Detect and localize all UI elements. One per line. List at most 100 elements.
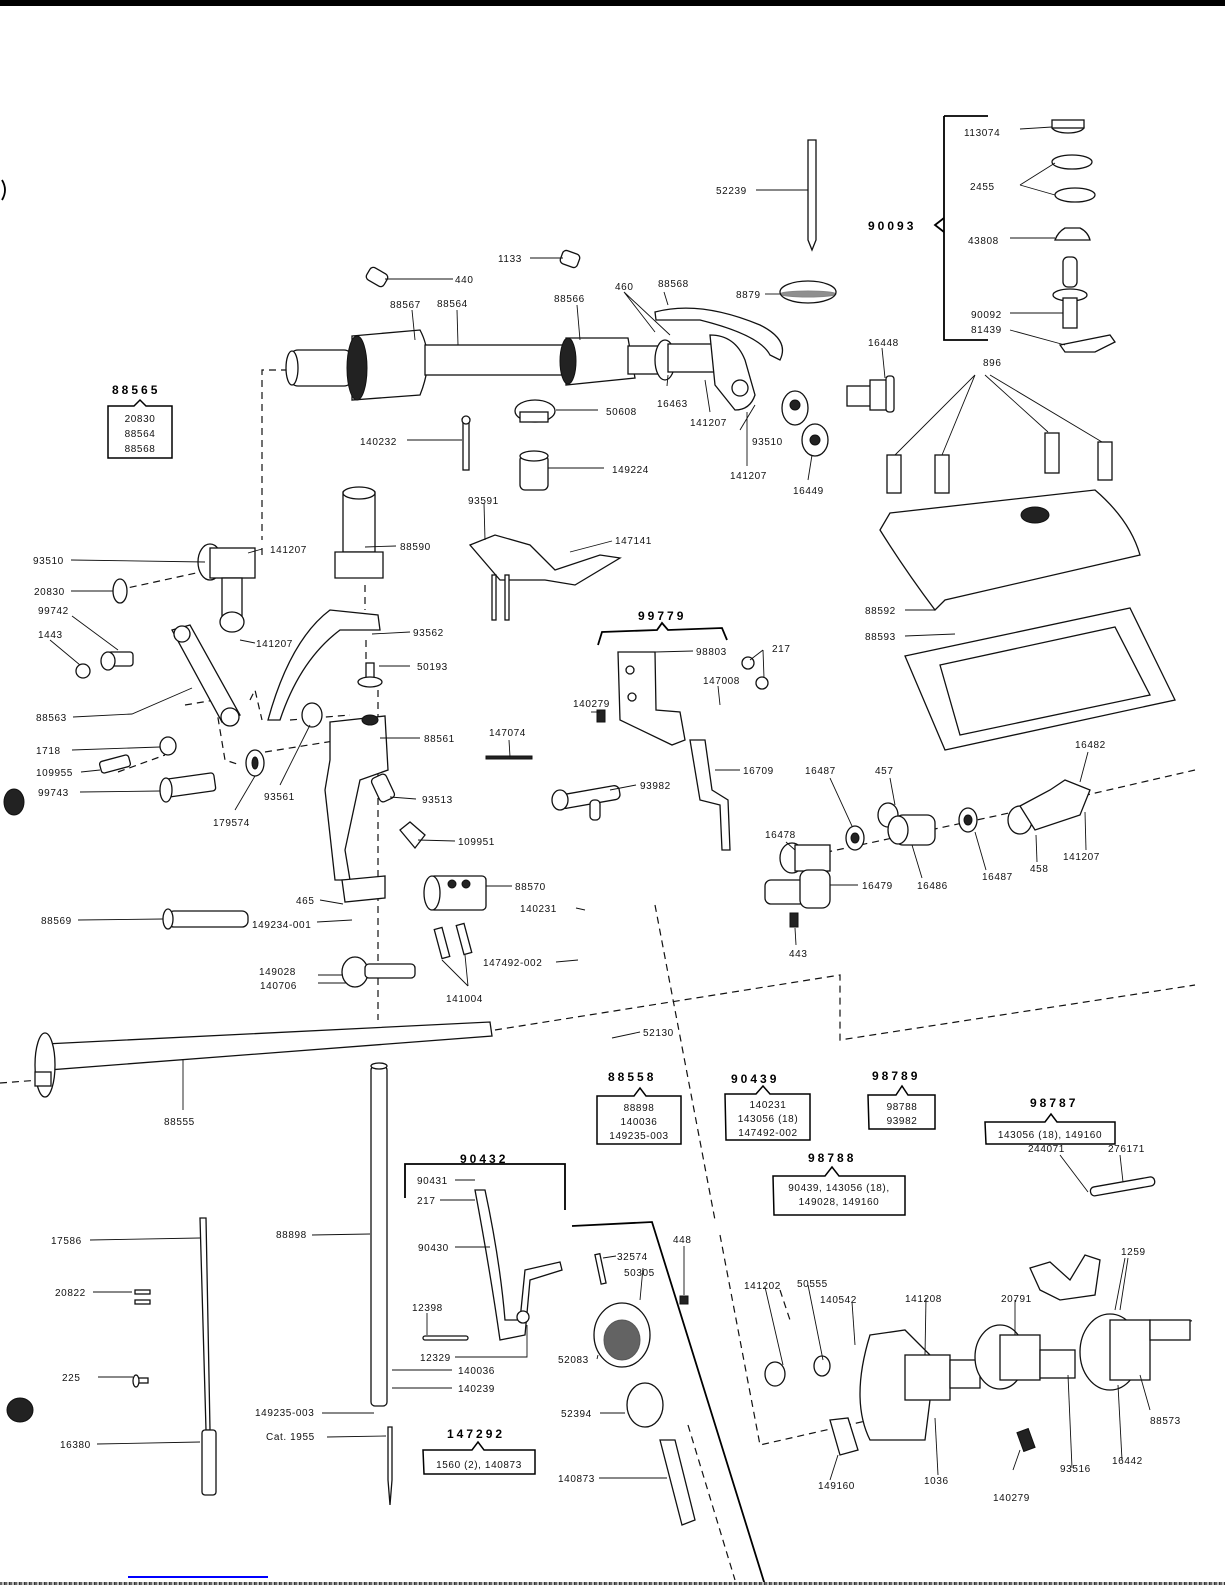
- part-label: 141202: [744, 1281, 781, 1292]
- part-1718-nut: [159, 736, 177, 756]
- part-label: 50193: [417, 662, 448, 673]
- part-16487-washers: [845, 807, 978, 851]
- part-label: 440: [455, 275, 474, 286]
- group-98787: [984, 1112, 1116, 1145]
- part-88570-bushing: [423, 875, 487, 911]
- group-99779-bracket: [597, 621, 728, 646]
- part-32574-pin: [594, 1252, 607, 1285]
- part-896-screws: [886, 432, 1113, 494]
- part-8879-disc: [779, 280, 837, 304]
- part-label: 465: [296, 896, 315, 907]
- part-label: 52083: [558, 1355, 589, 1366]
- part-90430-lever: [474, 1189, 563, 1341]
- part-label: 88570: [515, 882, 546, 893]
- part-label: 1259: [1121, 1247, 1146, 1258]
- group-title-90432: 90432: [460, 1152, 508, 1166]
- part-label: 217: [772, 644, 791, 655]
- part-label: 88568: [658, 279, 689, 290]
- part-label: 50305: [624, 1268, 655, 1279]
- part-label: 52239: [716, 186, 747, 197]
- part-93982-stud: [551, 785, 621, 821]
- part-label: 8879: [736, 290, 761, 301]
- group-item: 149235-003: [609, 1131, 668, 1142]
- part-93561-spacer: [301, 702, 323, 728]
- part-109955-screw: [98, 754, 132, 774]
- part-label: 225: [62, 1373, 81, 1384]
- part-99743-stud: [159, 772, 217, 803]
- part-label: 16486: [917, 881, 948, 892]
- part-label: 88593: [865, 632, 896, 643]
- part-149224-nut: [519, 450, 549, 491]
- part-label: 1036: [924, 1476, 949, 1487]
- part-label: 149224: [612, 465, 649, 476]
- part-label: 448: [673, 1235, 692, 1246]
- part-label: 50608: [606, 407, 637, 418]
- part-label: 140279: [993, 1493, 1030, 1504]
- tension-assembly-parts: [1051, 119, 1116, 353]
- part-label: 140706: [260, 981, 297, 992]
- part-label: 50555: [797, 1279, 828, 1290]
- group-item: 140231: [750, 1100, 787, 1111]
- part-label: 88898: [276, 1230, 307, 1241]
- group-title-98788: 98788: [808, 1151, 856, 1165]
- part-label: 1718: [36, 746, 61, 757]
- part-label: 88563: [36, 713, 67, 724]
- part-label: 16442: [1112, 1456, 1143, 1467]
- part-label: 443: [789, 949, 808, 960]
- part-label: 141207: [270, 545, 307, 556]
- part-88569-pin: [162, 908, 249, 930]
- part-88898-needle-bar: [370, 1062, 388, 1407]
- part-label: 147492-002: [483, 958, 542, 969]
- part-label: 16487: [805, 766, 836, 777]
- group-item: 88568: [125, 444, 156, 455]
- part-16449-links: [781, 390, 829, 457]
- group-item: 140036: [621, 1117, 658, 1128]
- part-140873-shaft: [659, 1439, 696, 1526]
- part-label: 109951: [458, 837, 495, 848]
- part-244071-pin: [1089, 1176, 1156, 1197]
- main-shaft-assembly: [285, 307, 784, 411]
- group-98789: [867, 1084, 936, 1130]
- part-20822-clip: [134, 1289, 151, 1305]
- part-label: 244071: [1028, 1144, 1065, 1155]
- part-88592-cover: [879, 489, 1141, 611]
- part-label: 113074: [964, 128, 1000, 139]
- part-label: 93591: [468, 496, 499, 507]
- part-50193-screw: [357, 662, 383, 688]
- part-217-screws: [741, 656, 769, 690]
- part-label: 149234-001: [252, 920, 311, 931]
- group-item: 88898: [624, 1103, 655, 1114]
- part-458-crank: [1007, 779, 1091, 835]
- part-label: 88564: [437, 299, 468, 310]
- hook-assembly: [764, 1254, 1191, 1456]
- part-label: 88592: [865, 606, 896, 617]
- part-label: 52130: [643, 1028, 674, 1039]
- part-label: 93982: [640, 781, 671, 792]
- part-93562-bracket: [267, 609, 381, 721]
- part-443-screw: [789, 912, 799, 928]
- part-label: 43808: [968, 236, 999, 247]
- part-225-screw: [132, 1374, 149, 1388]
- part-label: 16463: [657, 399, 688, 410]
- part-label: 141207: [690, 418, 727, 429]
- group-88565: [107, 398, 173, 459]
- part-label: 88569: [41, 916, 72, 927]
- part-93510-clamp: [197, 543, 256, 633]
- part-99742-stud: [100, 651, 134, 671]
- group-title-90093: 90093: [868, 219, 916, 233]
- part-label: 17586: [51, 1236, 82, 1247]
- part-440-screw: [365, 266, 389, 288]
- part-label: 32574: [617, 1252, 648, 1263]
- part-label: 179574: [213, 818, 250, 829]
- blob-mark: [1, 179, 34, 1423]
- part-label: 52394: [561, 1409, 592, 1420]
- part-88555-rock-shaft: [34, 1021, 493, 1098]
- part-label: 149235-003: [255, 1408, 314, 1419]
- part-label: 16487: [982, 872, 1013, 883]
- group-item: 98788: [887, 1102, 918, 1113]
- part-label: 12398: [412, 1303, 443, 1314]
- group-item: 90439, 143056 (18),: [788, 1183, 889, 1194]
- part-1133-pin: [559, 249, 581, 269]
- leader-lines: [49, 126, 1151, 1481]
